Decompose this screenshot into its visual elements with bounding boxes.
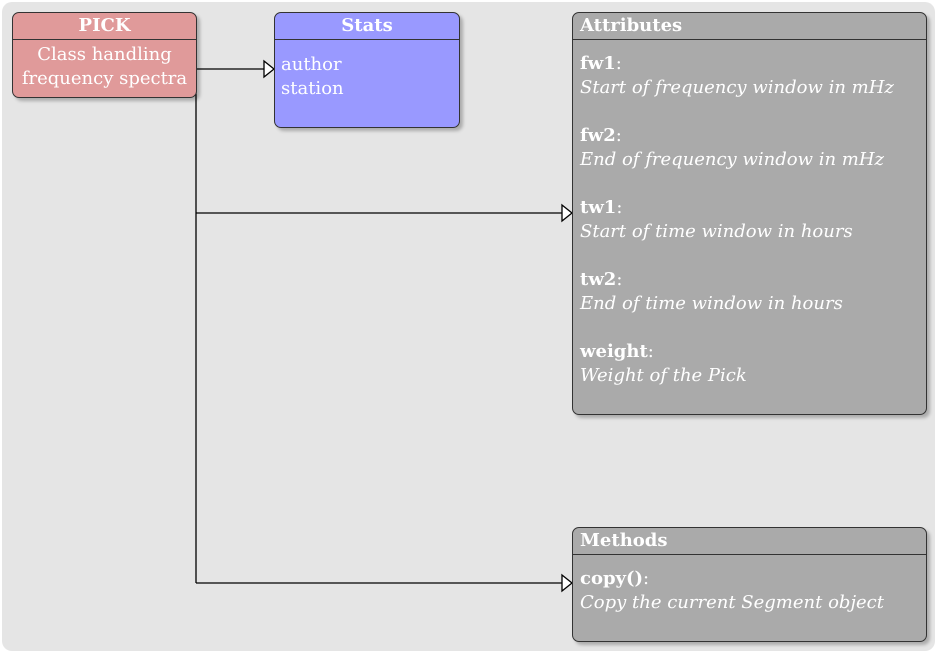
attributes-box: Attributes fw1: Start of frequency windo… [572,12,927,415]
attribute-name: fw1 [580,53,616,74]
attribute-name: fw2 [580,125,616,146]
methods-list: copy(): Copy the current Segment object [573,555,926,615]
arrowhead-attributes [561,203,574,223]
attributes-list: fw1: Start of frequency window in mHz fw… [573,40,926,388]
attribute-name: weight [580,341,648,362]
attribute-name: tw2 [580,269,617,290]
methods-title: Methods [573,528,926,555]
stats-box: Stats author station [274,12,460,128]
attribute-entry: weight: Weight of the Pick [580,340,926,388]
stats-title: Stats [275,13,459,40]
pick-description-line: Class handling [37,44,172,65]
attributes-title: Attributes [573,13,926,40]
attribute-description: End of frequency window in mHz [580,149,885,170]
attribute-description: Start of frequency window in mHz [580,77,894,98]
attribute-entry: fw1: Start of frequency window in mHz [580,52,926,100]
attribute-entry: fw2: End of frequency window in mHz [580,124,926,172]
method-name: copy() [580,568,644,589]
attribute-description: End of time window in hours [580,293,843,314]
stats-item: author [281,54,342,75]
stats-item: station [281,78,344,99]
arrowhead-stats [263,59,276,79]
stats-list: author station [275,40,459,101]
pick-class-description: Class handling frequency spectra [13,40,196,91]
method-description: Copy the current Segment object [580,592,884,613]
attribute-name: tw1 [580,197,617,218]
arrowhead-methods [561,573,574,593]
attribute-entry: tw2: End of time window in hours [580,268,926,316]
attribute-description: Weight of the Pick [580,365,747,386]
pick-description-line: frequency spectra [21,68,188,89]
pick-class-title: PICK [13,13,196,40]
attribute-entry: tw1: Start of time window in hours [580,196,926,244]
methods-box: Methods copy(): Copy the current Segment… [572,527,927,642]
method-entry: copy(): Copy the current Segment object [580,567,926,615]
pick-class-box: PICK Class handling frequency spectra [12,12,197,98]
attribute-description: Start of time window in hours [580,221,853,242]
